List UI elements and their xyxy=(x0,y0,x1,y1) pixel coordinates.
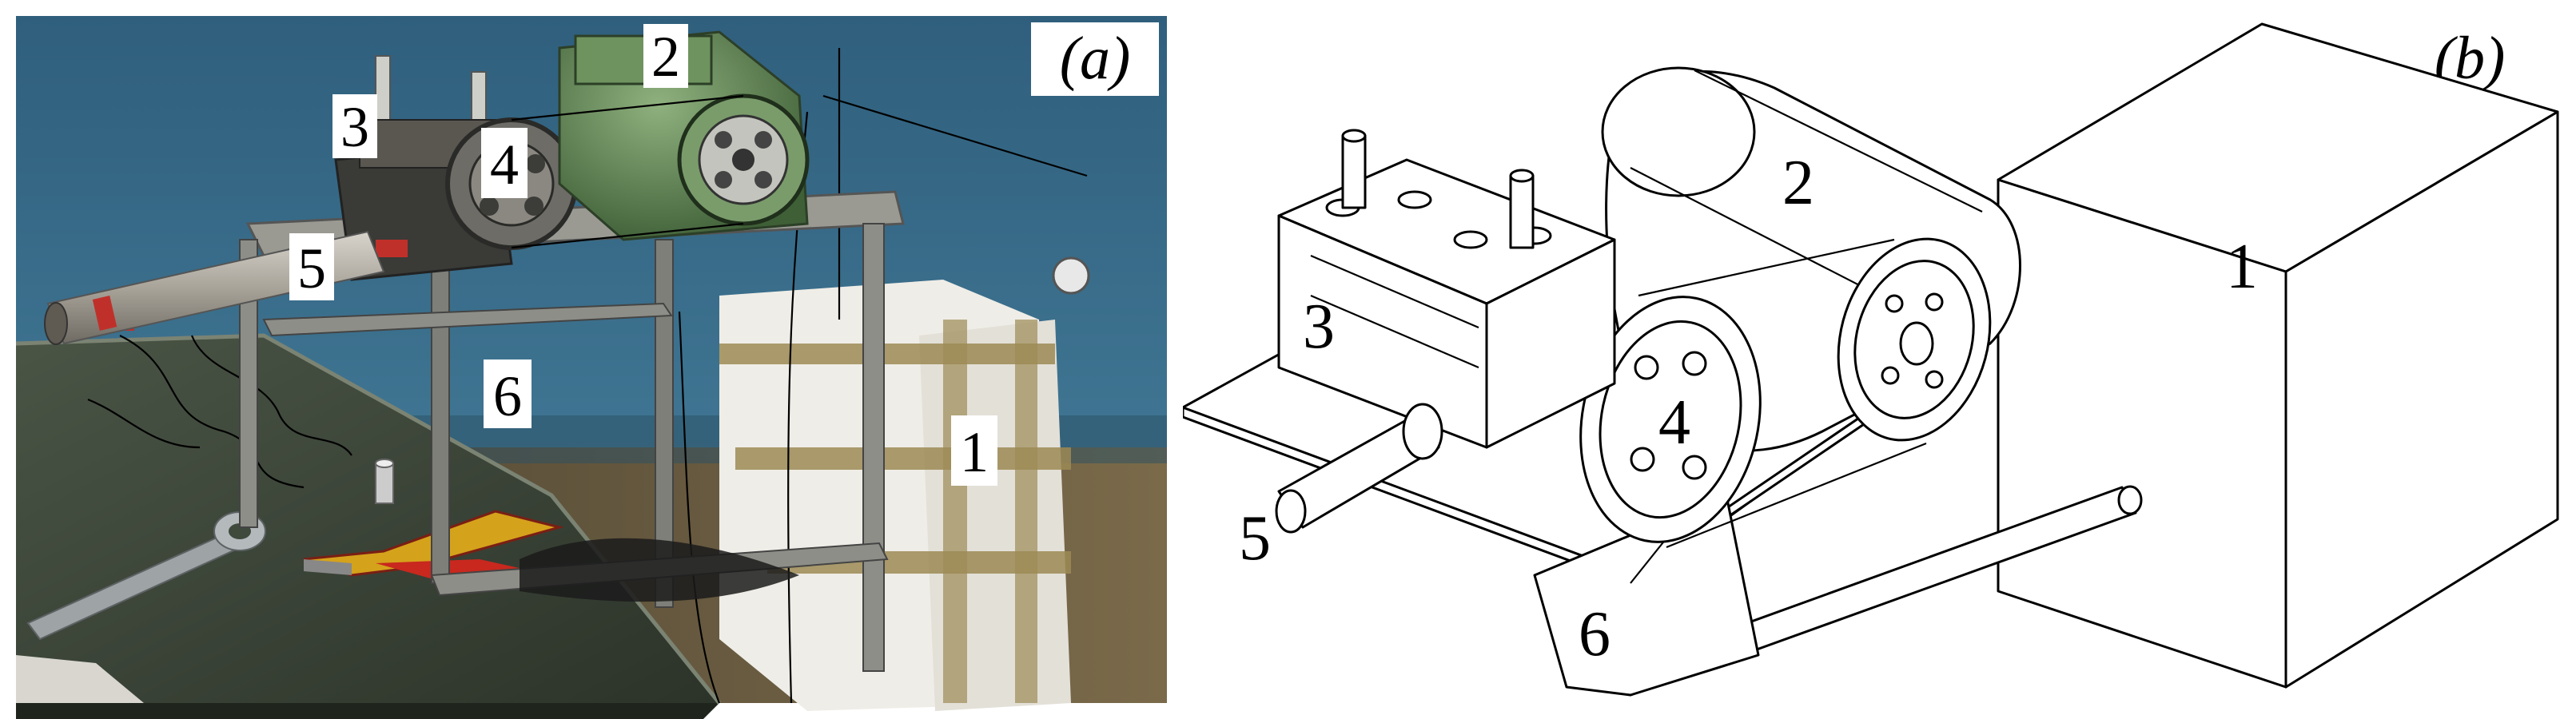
drawing-panel: (b) 1 6 2 xyxy=(1183,0,2576,719)
svg-text:1: 1 xyxy=(960,420,989,484)
label-pulley: 4 xyxy=(481,128,528,198)
label-frame: 6 xyxy=(484,360,532,428)
svg-text:(a): (a) xyxy=(1060,25,1131,92)
svg-text:5: 5 xyxy=(297,236,326,300)
gauge xyxy=(1052,256,1090,295)
label-pump: 3 xyxy=(332,94,377,159)
label-outlet-pipe: 5 xyxy=(289,233,334,300)
drawing-motor-pulley xyxy=(1837,237,1992,442)
insulated-box xyxy=(719,280,1071,711)
label-motor: 2 xyxy=(643,24,688,89)
svg-text:2: 2 xyxy=(1782,148,1814,218)
drawing-belt xyxy=(1638,238,1927,549)
photo-illustration: 2 3 4 5 6 1 (a) xyxy=(15,16,1167,719)
drawing-pump-pulley: 4 xyxy=(1579,296,1762,543)
workbench xyxy=(16,336,719,703)
svg-text:5: 5 xyxy=(1239,503,1271,574)
photo-panel: 2 3 4 5 6 1 (a) xyxy=(0,0,1183,719)
svg-text:4: 4 xyxy=(490,133,519,197)
motor xyxy=(511,30,810,249)
svg-text:3: 3 xyxy=(1303,292,1335,362)
svg-text:2: 2 xyxy=(651,25,680,89)
schematic-drawing: (b) 1 6 2 xyxy=(1183,22,2559,697)
svg-text:3: 3 xyxy=(340,95,369,159)
drawing-pump: 3 xyxy=(1277,129,1616,449)
drawing-box: 1 xyxy=(1997,22,2559,689)
drawing-outlet-pipe: 5 xyxy=(1239,403,1443,574)
svg-text:4: 4 xyxy=(1658,387,1690,458)
svg-text:1: 1 xyxy=(2226,232,2258,302)
svg-text:6: 6 xyxy=(1579,599,1610,669)
label-insulated-box: 1 xyxy=(951,415,997,486)
pump-assembly xyxy=(120,55,578,331)
svg-text:6: 6 xyxy=(493,364,522,428)
panel-tag-a: (a) xyxy=(1031,22,1159,96)
